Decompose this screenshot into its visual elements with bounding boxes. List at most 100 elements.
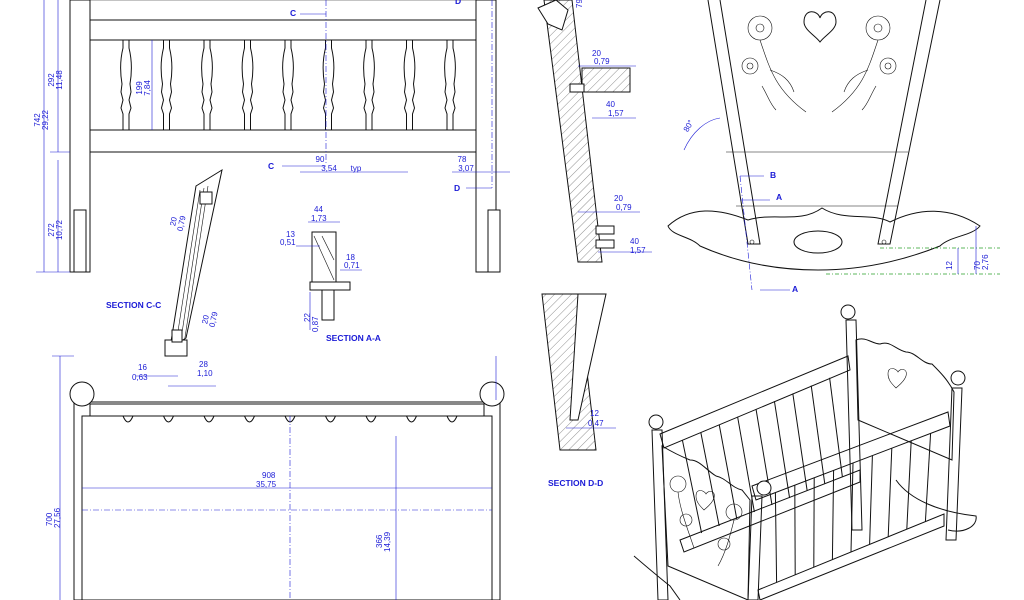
section-aa-d3-in: 0,71 xyxy=(344,261,360,270)
end-angle-label: 80° xyxy=(682,118,696,133)
section-aa-d2: 13 xyxy=(286,230,295,239)
overall-height-label: 742 xyxy=(33,113,42,127)
baluster xyxy=(363,39,375,131)
top-peg xyxy=(244,415,255,423)
iso-finial-1 xyxy=(840,304,856,320)
section-aa: 44 1,73 13 0,51 18 0,71 22 0,87 SECTION … xyxy=(280,205,381,343)
section-aa-d4-in: 0,87 xyxy=(311,316,320,332)
spacing-note: typ xyxy=(351,164,362,173)
top-width-in-label: 27,56 xyxy=(53,507,62,528)
top-width-label: 700 xyxy=(45,512,54,526)
front-balusters xyxy=(120,39,456,131)
baluster xyxy=(120,39,132,131)
top-peg xyxy=(325,415,336,423)
section-cc-d3: 16 xyxy=(138,363,147,372)
section-cc-d1: 20 xyxy=(168,216,179,227)
top-peg xyxy=(203,415,215,423)
iso-back-baluster xyxy=(810,385,826,485)
section-aa-d1-in: 1,73 xyxy=(311,214,327,223)
iso-back-baluster xyxy=(700,432,720,527)
section-dd-title: SECTION D-D xyxy=(548,478,603,488)
end-cut-b: B xyxy=(770,170,776,180)
flower-left-icon xyxy=(741,15,807,113)
iso-back-baluster xyxy=(681,440,703,534)
cut-c-bottom: C xyxy=(268,161,274,171)
spacing-label: 90 xyxy=(316,155,325,164)
top-left-finial xyxy=(69,381,95,407)
end-right-post xyxy=(877,0,941,245)
section-cc-title: SECTION C-C xyxy=(106,300,161,310)
section-cc-d1-in: 0,79 xyxy=(176,214,188,232)
cut-d-top: D xyxy=(455,0,461,6)
section-aa-title: SECTION A-A xyxy=(326,333,381,343)
front-top-rail xyxy=(89,19,477,41)
end-cut-a-top: A xyxy=(776,192,782,202)
top-peg xyxy=(122,415,134,423)
baluster xyxy=(282,39,294,131)
baluster xyxy=(444,39,456,131)
iso-front-baluster xyxy=(850,462,854,553)
section-cc-d4-in: 1,10 xyxy=(197,369,213,378)
top-inner-label: 366 xyxy=(375,534,384,548)
side-d4-in: 0,79 xyxy=(616,203,632,212)
side-d2-in: 0,79 xyxy=(594,57,610,66)
end-rocker xyxy=(667,207,981,271)
iso-far-heart-icon xyxy=(887,368,907,389)
spacing-in-label: 3,54 xyxy=(321,164,337,173)
iso-front-baluster xyxy=(774,492,778,583)
iso-front-baluster xyxy=(831,470,835,560)
top-length-label: 908 xyxy=(262,471,276,480)
top-inner-in-label: 14,39 xyxy=(383,531,392,552)
baluster-length-in-label: 7,84 xyxy=(143,80,152,96)
upper-height-in-label: 11,48 xyxy=(55,70,64,90)
top-right-finial xyxy=(479,381,505,407)
top-peg xyxy=(365,415,377,423)
iso-balusters xyxy=(681,377,932,583)
rocker-b-label: 70 xyxy=(973,261,982,270)
baluster xyxy=(403,39,416,131)
side-section-board xyxy=(543,0,603,263)
end-rocker-cutout xyxy=(793,230,843,254)
side-d5-in: 1,57 xyxy=(630,246,646,255)
post-width-label: 78 xyxy=(458,155,467,164)
iso-flower-right-icon xyxy=(717,503,743,567)
section-dd-d1: 12 xyxy=(590,409,599,418)
lower-height-in-label: 10,72 xyxy=(55,219,64,240)
side-d1: 79 xyxy=(575,0,584,8)
end-view: 80° B A A 12 70 2,76 xyxy=(667,0,1000,294)
section-cc-d3-in: 0,63 xyxy=(132,373,148,382)
baluster-length-label: 199 xyxy=(135,81,144,95)
section-aa-d4: 22 xyxy=(303,313,312,322)
top-peg xyxy=(406,415,417,423)
side-d4: 20 xyxy=(614,194,623,203)
side-section: 79 20 0,79 40 1,57 20 0,79 40 1,57 xyxy=(537,0,652,263)
isometric-view xyxy=(633,304,977,600)
top-peg xyxy=(446,415,458,423)
baluster xyxy=(160,39,173,131)
upper-height-label: 292 xyxy=(47,73,56,87)
side-d5: 40 xyxy=(630,237,639,246)
side-d3-in: 1,57 xyxy=(608,109,624,118)
side-d2: 20 xyxy=(592,49,601,58)
heart-cutout-icon xyxy=(803,11,837,43)
section-cc-d4: 28 xyxy=(199,360,208,369)
iso-finial-2 xyxy=(950,370,966,386)
iso-back-baluster xyxy=(773,401,791,499)
section-cc-d2-in: 0,79 xyxy=(208,310,220,328)
iso-back-baluster xyxy=(718,424,738,520)
section-cc: 20 0,79 20 0,79 16 0,63 28 1,10 SECTION … xyxy=(106,168,223,387)
iso-front-baluster xyxy=(924,433,932,522)
section-aa-d2-in: 0,51 xyxy=(280,238,296,247)
top-view: 908 35,75 366 14,39 700 27,56 xyxy=(45,355,505,600)
front-bottom-rail xyxy=(89,129,477,153)
iso-front-baluster xyxy=(906,440,912,530)
section-aa-d1: 44 xyxy=(314,205,323,214)
baluster xyxy=(241,39,254,131)
iso-front-baluster xyxy=(887,448,893,537)
rocker-b-in-label: 2,76 xyxy=(981,254,990,270)
iso-finial-3 xyxy=(648,414,664,430)
cut-d-bottom: D xyxy=(454,183,460,193)
flower-right-icon xyxy=(831,15,897,113)
section-dd-d1-in: 0,47 xyxy=(588,419,604,428)
